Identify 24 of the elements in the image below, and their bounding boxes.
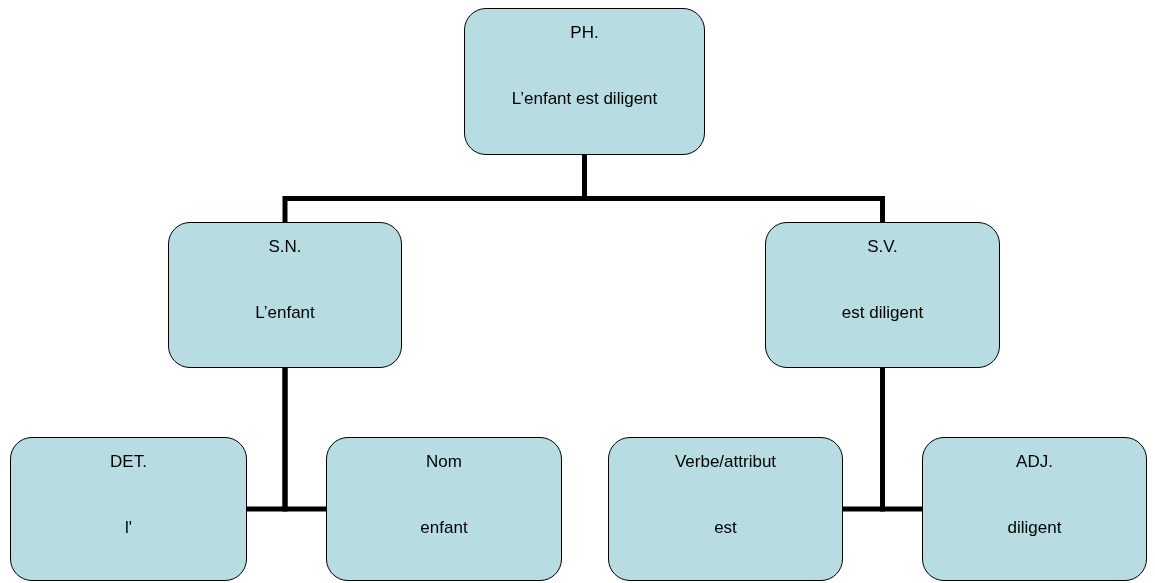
node-heading: S.V.	[866, 237, 899, 257]
tree-node-box	[464, 8, 705, 155]
node-text: enfant	[419, 518, 469, 538]
tree-node-box	[326, 437, 562, 581]
tree-node-box	[765, 222, 1000, 368]
connector-line	[582, 155, 885, 222]
node-text: est	[713, 518, 738, 538]
node-text: diligent	[1006, 518, 1063, 538]
tree-node-box	[10, 437, 247, 581]
node-heading: S.N.	[267, 237, 303, 257]
node-heading: Nom	[425, 452, 463, 472]
tree-node-box	[608, 437, 843, 581]
node-heading: PH.	[569, 23, 600, 43]
tree-node-box	[922, 437, 1147, 581]
node-text: l'	[124, 518, 133, 538]
node-heading: Verbe/attribut	[673, 452, 778, 472]
node-heading: DET.	[109, 452, 148, 472]
connector-line	[282, 368, 326, 512]
node-heading: ADJ.	[1015, 452, 1054, 472]
connector-line	[880, 368, 922, 512]
node-text: est diligent	[840, 303, 925, 323]
node-text: L’enfant est diligent	[510, 89, 659, 109]
node-text: L’enfant	[254, 303, 316, 323]
tree-node-box	[168, 222, 402, 368]
